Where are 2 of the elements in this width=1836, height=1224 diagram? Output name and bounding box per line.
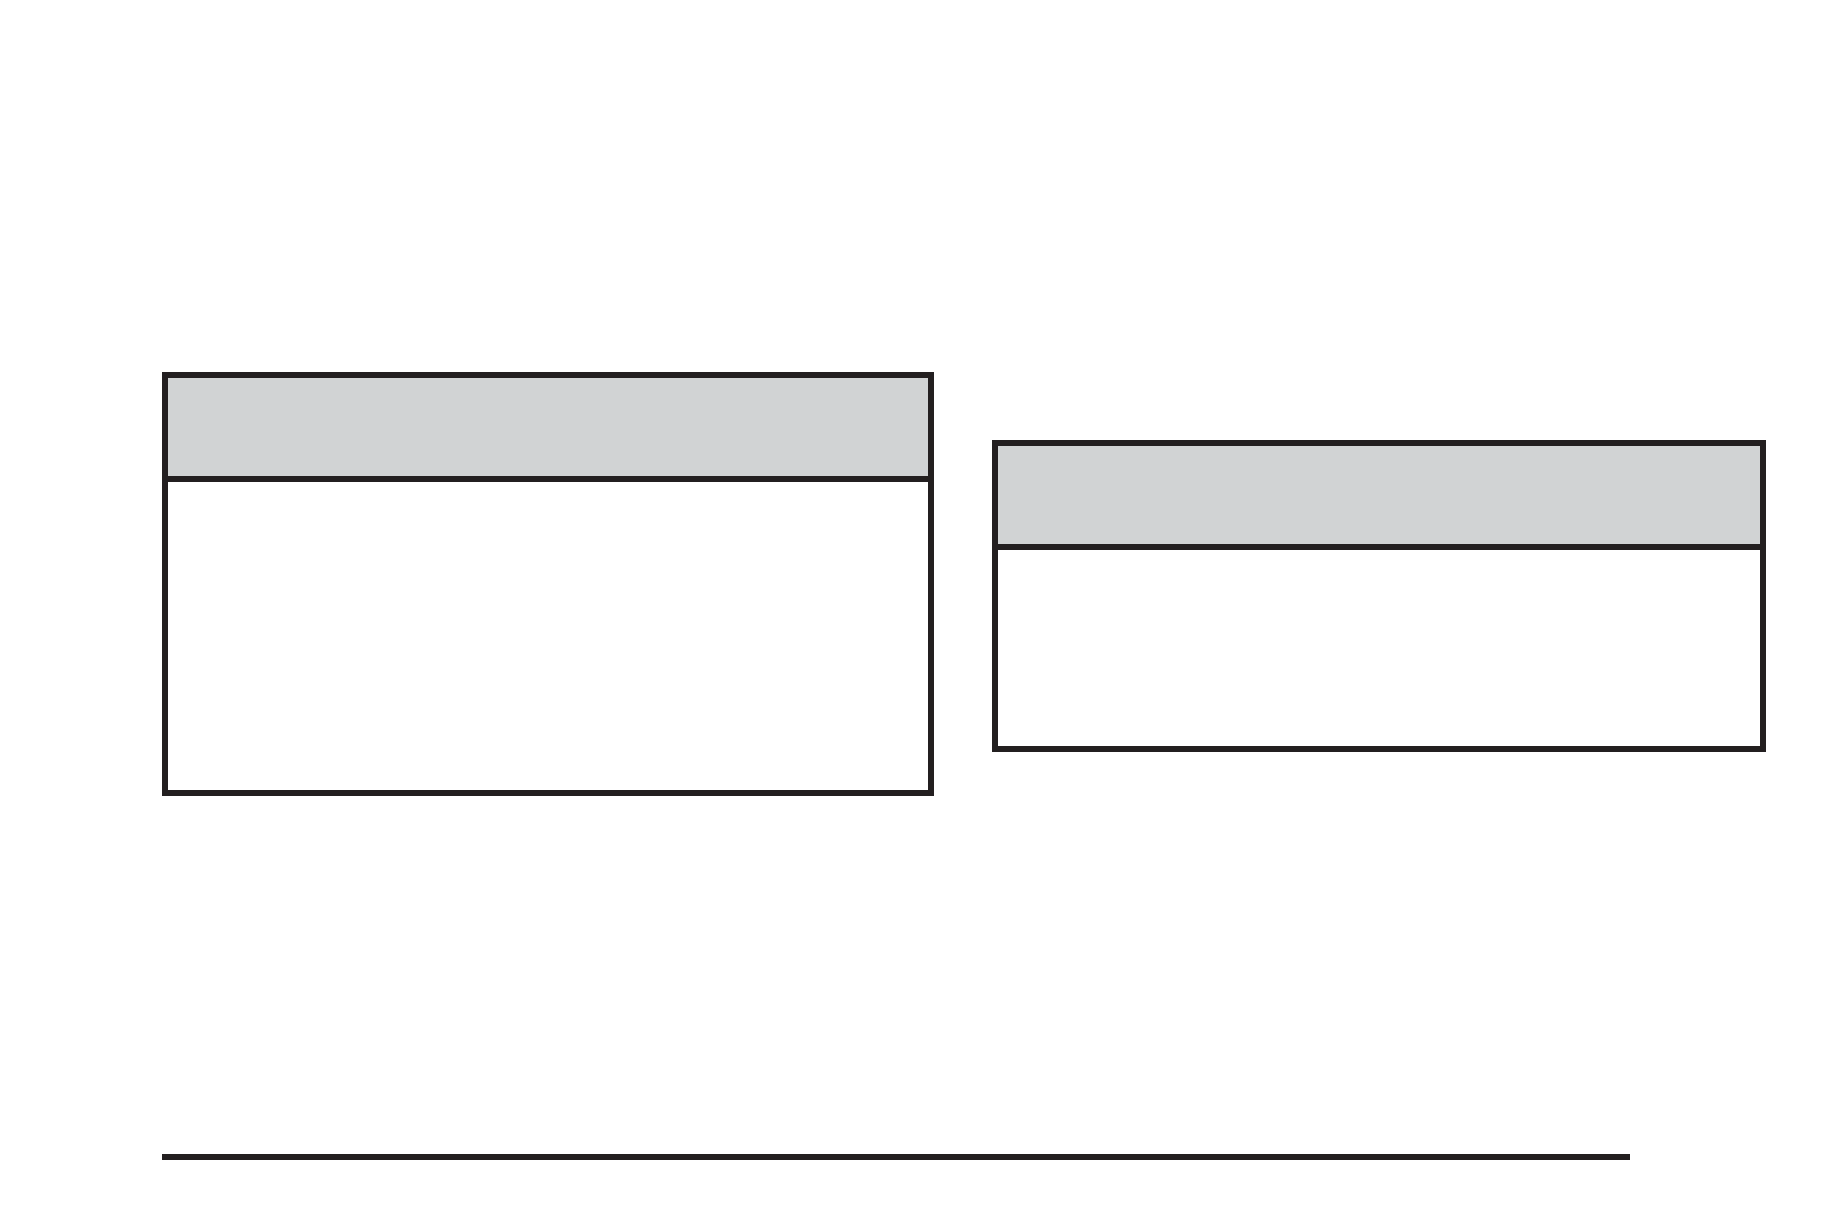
- notice-box: [992, 440, 1766, 752]
- notice-box: [162, 372, 934, 796]
